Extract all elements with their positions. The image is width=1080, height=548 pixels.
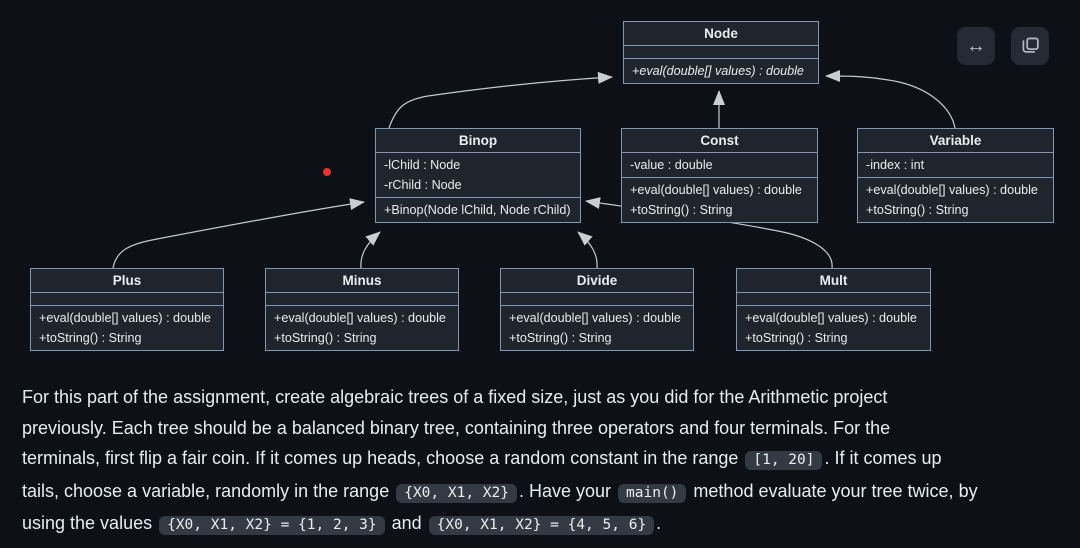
method-line: +toString() : String [509, 331, 612, 345]
copy-icon [1021, 37, 1039, 53]
paragraph-text: previously. Each tree should be a balanc… [22, 417, 891, 438]
copy-button[interactable] [1011, 27, 1049, 65]
attr-line: -rChild : Node [384, 178, 462, 192]
class-title: Mult [737, 269, 930, 293]
class-title: Divide [501, 269, 693, 293]
class-box-minus: Minus +eval(double[] values) : double +t… [265, 268, 459, 351]
class-box-variable: Variable -index : int +eval(double[] val… [857, 128, 1054, 223]
method-line: +Binop(Node lChild, Node rChild) [384, 203, 571, 217]
class-methods: +eval(double[] values) : double +toStrin… [266, 306, 458, 350]
inline-code: main() [618, 483, 687, 503]
paragraph-text: . [656, 513, 662, 534]
paragraph-text: For this part of the assignment, create … [22, 387, 888, 407]
paragraph-text: and [386, 513, 427, 534]
class-methods: +eval(double[] values) : double +toStrin… [858, 178, 1053, 222]
cursor-dot [323, 168, 331, 176]
class-title: Node [624, 22, 818, 46]
attr-line: -lChild : Node [384, 158, 461, 172]
inline-code: [1, 20] [745, 451, 823, 471]
class-attrs [624, 46, 818, 59]
paragraph-text: method evaluate your tree twice, by [688, 480, 978, 501]
class-methods: +eval(double[] values) : double [624, 59, 818, 83]
method-line: +toString() : String [274, 331, 377, 345]
class-methods: +eval(double[] values) : double +toStrin… [622, 178, 817, 222]
method-line: +eval(double[] values) : double [509, 311, 681, 325]
method-line: +eval(double[] values) : double [866, 183, 1038, 197]
class-attrs: -lChild : Node -rChild : Node [376, 153, 580, 198]
class-title: Const [622, 129, 817, 153]
attr-line: -value : double [630, 158, 713, 172]
class-box-binop: Binop -lChild : Node -rChild : Node +Bin… [375, 128, 581, 223]
horizontal-arrows-icon: ↔ [966, 35, 986, 57]
class-title: Plus [31, 269, 223, 293]
class-methods: +eval(double[] values) : double +toStrin… [31, 306, 223, 350]
class-methods: +Binop(Node lChild, Node rChild) [376, 198, 580, 222]
expand-width-button[interactable]: ↔ [957, 27, 995, 65]
class-box-node: Node +eval(double[] values) : double [623, 21, 819, 84]
paragraph-text: . If it comes up [824, 448, 942, 469]
class-methods: +eval(double[] values) : double +toStrin… [737, 306, 930, 350]
paragraph-line: For this part of the assignment, create … [22, 382, 1072, 413]
class-attrs [501, 293, 693, 306]
paragraph-text: using the values [22, 513, 158, 534]
assignment-paragraph: For this part of the assignment, create … [22, 382, 1072, 541]
method-line: +eval(double[] values) : double [274, 311, 446, 325]
paragraph-line: terminals, first flip a fair coin. If it… [22, 443, 1072, 476]
paragraph-line: previously. Each tree should be a balanc… [22, 413, 1072, 444]
method-line: +toString() : String [866, 203, 969, 217]
class-title: Binop [376, 129, 580, 153]
paragraph-text: terminals, first flip a fair coin. If it… [22, 448, 744, 469]
class-box-plus: Plus +eval(double[] values) : double +to… [30, 268, 224, 351]
edge-variable-to-node [825, 70, 956, 129]
class-box-mult: Mult +eval(double[] values) : double +to… [736, 268, 931, 351]
class-attrs [266, 293, 458, 306]
attr-line: -index : int [866, 158, 925, 172]
inline-code: {X0, X1, X2} [396, 483, 517, 503]
edge-binop-to-node [388, 71, 613, 129]
paragraph-line: tails, choose a variable, randomly in th… [22, 476, 1072, 509]
paragraph-text: . Have your [518, 480, 617, 501]
class-title: Minus [266, 269, 458, 293]
paragraph-line: using the values {X0, X1, X2} = {1, 2, 3… [22, 508, 1072, 541]
inline-code: {X0, X1, X2} = {4, 5, 6} [428, 516, 655, 536]
method-line: +eval(double[] values) : double [632, 64, 804, 78]
class-attrs [31, 293, 223, 306]
edge-divide-to-binop [577, 231, 598, 269]
class-methods: +eval(double[] values) : double +toStrin… [501, 306, 693, 350]
method-line: +eval(double[] values) : double [745, 311, 917, 325]
edge-plus-to-binop [112, 198, 365, 269]
class-box-divide: Divide +eval(double[] values) : double +… [500, 268, 694, 351]
class-attrs: -index : int [858, 153, 1053, 178]
inline-code: {X0, X1, X2} = {1, 2, 3} [159, 516, 385, 536]
method-line: +toString() : String [39, 331, 142, 345]
method-line: +toString() : String [630, 203, 733, 217]
method-line: +eval(double[] values) : double [630, 183, 802, 197]
paragraph-text: tails, choose a variable, randomly in th… [22, 480, 395, 501]
class-attrs [737, 293, 930, 306]
method-line: +eval(double[] values) : double [39, 311, 211, 325]
class-attrs: -value : double [622, 153, 817, 178]
method-line: +toString() : String [745, 331, 848, 345]
class-title: Variable [858, 129, 1053, 153]
class-box-const: Const -value : double +eval(double[] val… [621, 128, 818, 223]
edge-minus-to-binop [360, 231, 381, 269]
